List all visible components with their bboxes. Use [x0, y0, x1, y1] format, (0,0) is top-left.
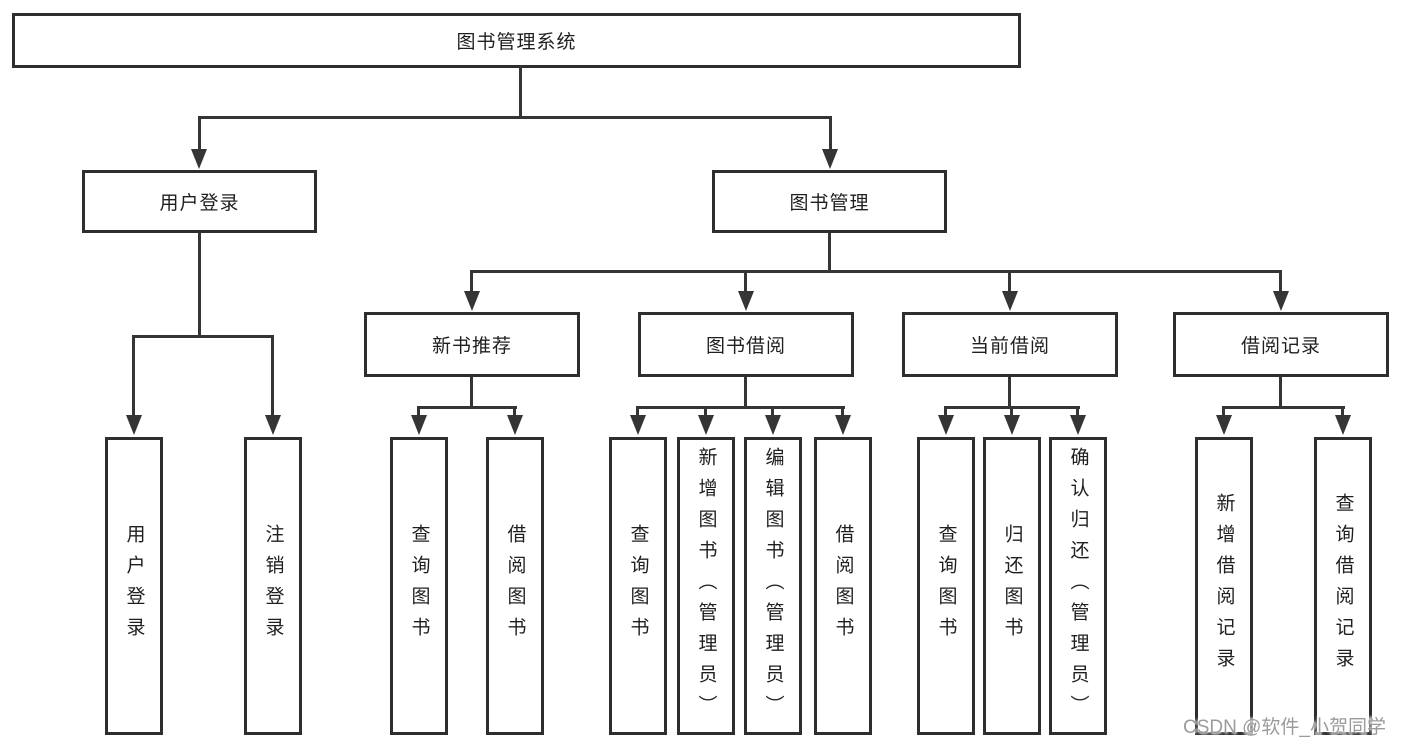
connector-line	[1076, 406, 1079, 417]
connector-line	[198, 116, 832, 119]
leaf-query-borrow-record: 查询借阅记录	[1314, 437, 1372, 735]
connector-line	[198, 116, 201, 152]
connector-line	[744, 377, 747, 409]
leaf-query-books-borrowing: 查询图书	[609, 437, 667, 735]
connector-arrowhead	[411, 415, 427, 435]
connector-arrowhead	[1070, 415, 1086, 435]
leaf-logout: 注销登录	[244, 437, 302, 735]
leaf-return-books-label: 归还图书	[1001, 524, 1023, 648]
connector-line	[470, 270, 473, 295]
connector-line	[132, 335, 135, 418]
leaf-logout-label: 注销登录	[262, 524, 284, 648]
connector-line	[704, 406, 707, 417]
connector-arrowhead	[765, 415, 781, 435]
connector-line	[636, 406, 845, 409]
connector-arrowhead	[835, 415, 851, 435]
connector-line	[417, 406, 517, 409]
connector-arrowhead	[265, 415, 281, 435]
node-user-login: 用户登录	[82, 170, 317, 233]
node-current-borrowing: 当前借阅	[902, 312, 1118, 377]
leaf-confirm-return-admin-label: 确认归还（管理员）	[1067, 446, 1089, 726]
leaf-query-books-borrowing-label: 查询图书	[627, 524, 649, 648]
connector-arrowhead	[1004, 415, 1020, 435]
connector-line	[1279, 377, 1282, 409]
connector-line	[471, 270, 1282, 273]
node-book-management: 图书管理	[712, 170, 947, 233]
connector-line	[744, 270, 747, 295]
connector-arrowhead	[938, 415, 954, 435]
connector-arrowhead	[630, 415, 646, 435]
leaf-user-login: 用户登录	[105, 437, 163, 735]
node-book-management-label: 图书管理	[789, 193, 870, 214]
connector-line	[132, 335, 274, 338]
node-new-book-recommend: 新书推荐	[364, 312, 580, 377]
connector-line	[513, 406, 516, 417]
leaf-confirm-return-admin: 确认归还（管理员）	[1049, 437, 1107, 735]
connector-line	[519, 66, 522, 118]
node-user-login-label: 用户登录	[159, 193, 240, 214]
connector-arrowhead	[1273, 291, 1289, 311]
connector-line	[829, 116, 832, 152]
connector-arrowhead	[191, 149, 207, 169]
leaf-edit-books-admin-label: 编辑图书（管理员）	[762, 446, 784, 726]
connector-line	[1279, 270, 1282, 295]
leaf-user-login-label: 用户登录	[123, 524, 145, 648]
connector-line	[1008, 270, 1011, 295]
connector-line	[1341, 406, 1344, 417]
node-current-borrowing-label: 当前借阅	[969, 336, 1050, 357]
connector-line	[828, 233, 831, 273]
connector-line	[271, 335, 274, 418]
node-new-book-recommend-label: 新书推荐	[431, 336, 512, 357]
leaf-query-books-recommend: 查询图书	[390, 437, 448, 735]
node-book-borrowing: 图书借阅	[638, 312, 854, 377]
connector-line	[636, 406, 639, 417]
leaf-borrow-books-recommend-label: 借阅图书	[504, 524, 526, 648]
node-borrowing-records-label: 借阅记录	[1240, 336, 1321, 357]
connector-arrowhead	[1002, 291, 1018, 311]
leaf-borrow-books: 借阅图书	[814, 437, 872, 735]
connector-arrowhead	[738, 291, 754, 311]
leaf-query-books-recommend-label: 查询图书	[408, 524, 430, 648]
connector-line	[771, 406, 774, 417]
leaf-borrow-books-label: 借阅图书	[832, 524, 854, 648]
connector-line	[417, 406, 420, 417]
leaf-add-borrow-record-label: 新增借阅记录	[1213, 493, 1235, 679]
connector-line	[1222, 406, 1345, 409]
leaf-query-books-current-label: 查询图书	[935, 524, 957, 648]
connector-arrowhead	[507, 415, 523, 435]
leaf-add-books-admin-label: 新增图书（管理员）	[695, 446, 717, 726]
connector-arrowhead	[126, 415, 142, 435]
node-root-label: 图书管理系统	[456, 32, 577, 53]
connector-arrowhead	[822, 149, 838, 169]
connector-arrowhead	[698, 415, 714, 435]
connector-line	[1010, 406, 1013, 417]
connector-line	[470, 377, 473, 409]
connector-line	[1008, 377, 1011, 409]
connector-line	[944, 406, 947, 417]
connector-arrowhead	[1335, 415, 1351, 435]
connector-arrowhead	[464, 291, 480, 311]
node-borrowing-records: 借阅记录	[1173, 312, 1389, 377]
connector-line	[198, 233, 201, 338]
leaf-query-borrow-record-label: 查询借阅记录	[1332, 493, 1354, 679]
leaf-add-borrow-record: 新增借阅记录	[1195, 437, 1253, 735]
leaf-borrow-books-recommend: 借阅图书	[486, 437, 544, 735]
leaf-edit-books-admin: 编辑图书（管理员）	[744, 437, 802, 735]
leaf-return-books: 归还图书	[983, 437, 1041, 735]
connector-arrowhead	[1216, 415, 1232, 435]
node-book-borrowing-label: 图书借阅	[705, 336, 786, 357]
leaf-query-books-current: 查询图书	[917, 437, 975, 735]
connector-line	[1222, 406, 1225, 417]
node-root: 图书管理系统	[12, 13, 1021, 68]
connector-line	[841, 406, 844, 417]
leaf-add-books-admin: 新增图书（管理员）	[677, 437, 735, 735]
